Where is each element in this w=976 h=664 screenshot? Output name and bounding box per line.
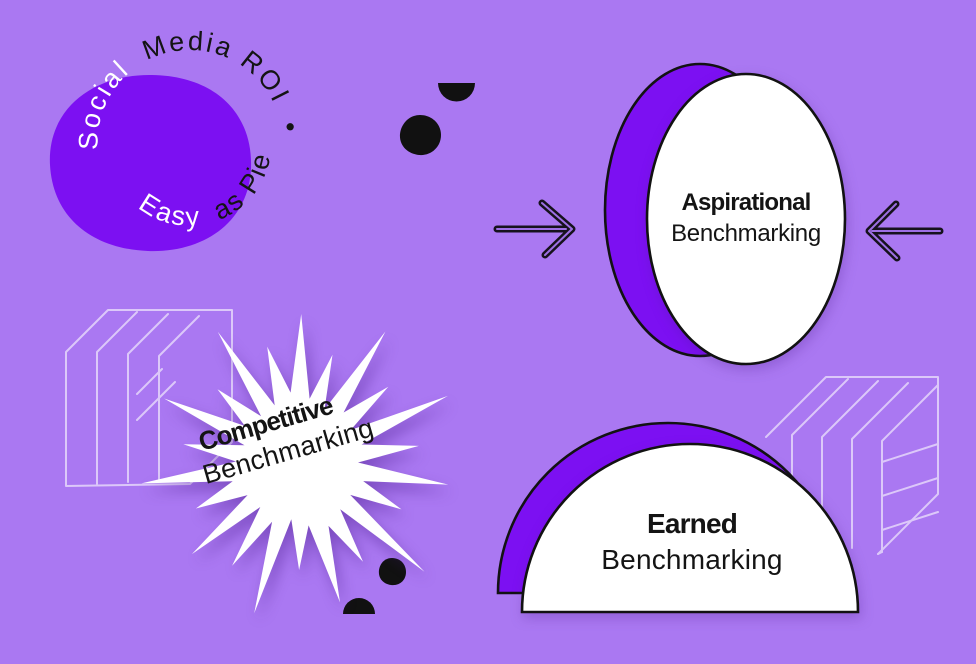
ellipse-front <box>645 72 847 366</box>
badge-separator-dot: • <box>275 120 306 136</box>
dot-top-icon <box>399 115 441 156</box>
earned-title: Earned <box>647 508 737 539</box>
purple-blob-decoration <box>49 74 252 252</box>
earned-subtitle: Benchmarking <box>601 544 782 575</box>
arrow-left-icon <box>865 200 944 262</box>
aspirational-subtitle: Benchmarking <box>671 220 821 247</box>
aspirational-benchmarking-shape: Aspirational Benchmarking <box>493 62 944 366</box>
arrow-right-icon <box>493 199 576 259</box>
earned-benchmarking-shape: Earned Benchmarking <box>496 421 860 614</box>
dome-front <box>520 442 860 614</box>
starburst-shape <box>141 314 449 614</box>
wireframe-box-left <box>65 309 233 487</box>
dot-bottom-icon <box>378 558 406 586</box>
aspirational-title: Aspirational <box>681 189 810 216</box>
half-dot-bottom-icon <box>343 598 375 614</box>
half-dot-top-icon <box>438 83 475 102</box>
